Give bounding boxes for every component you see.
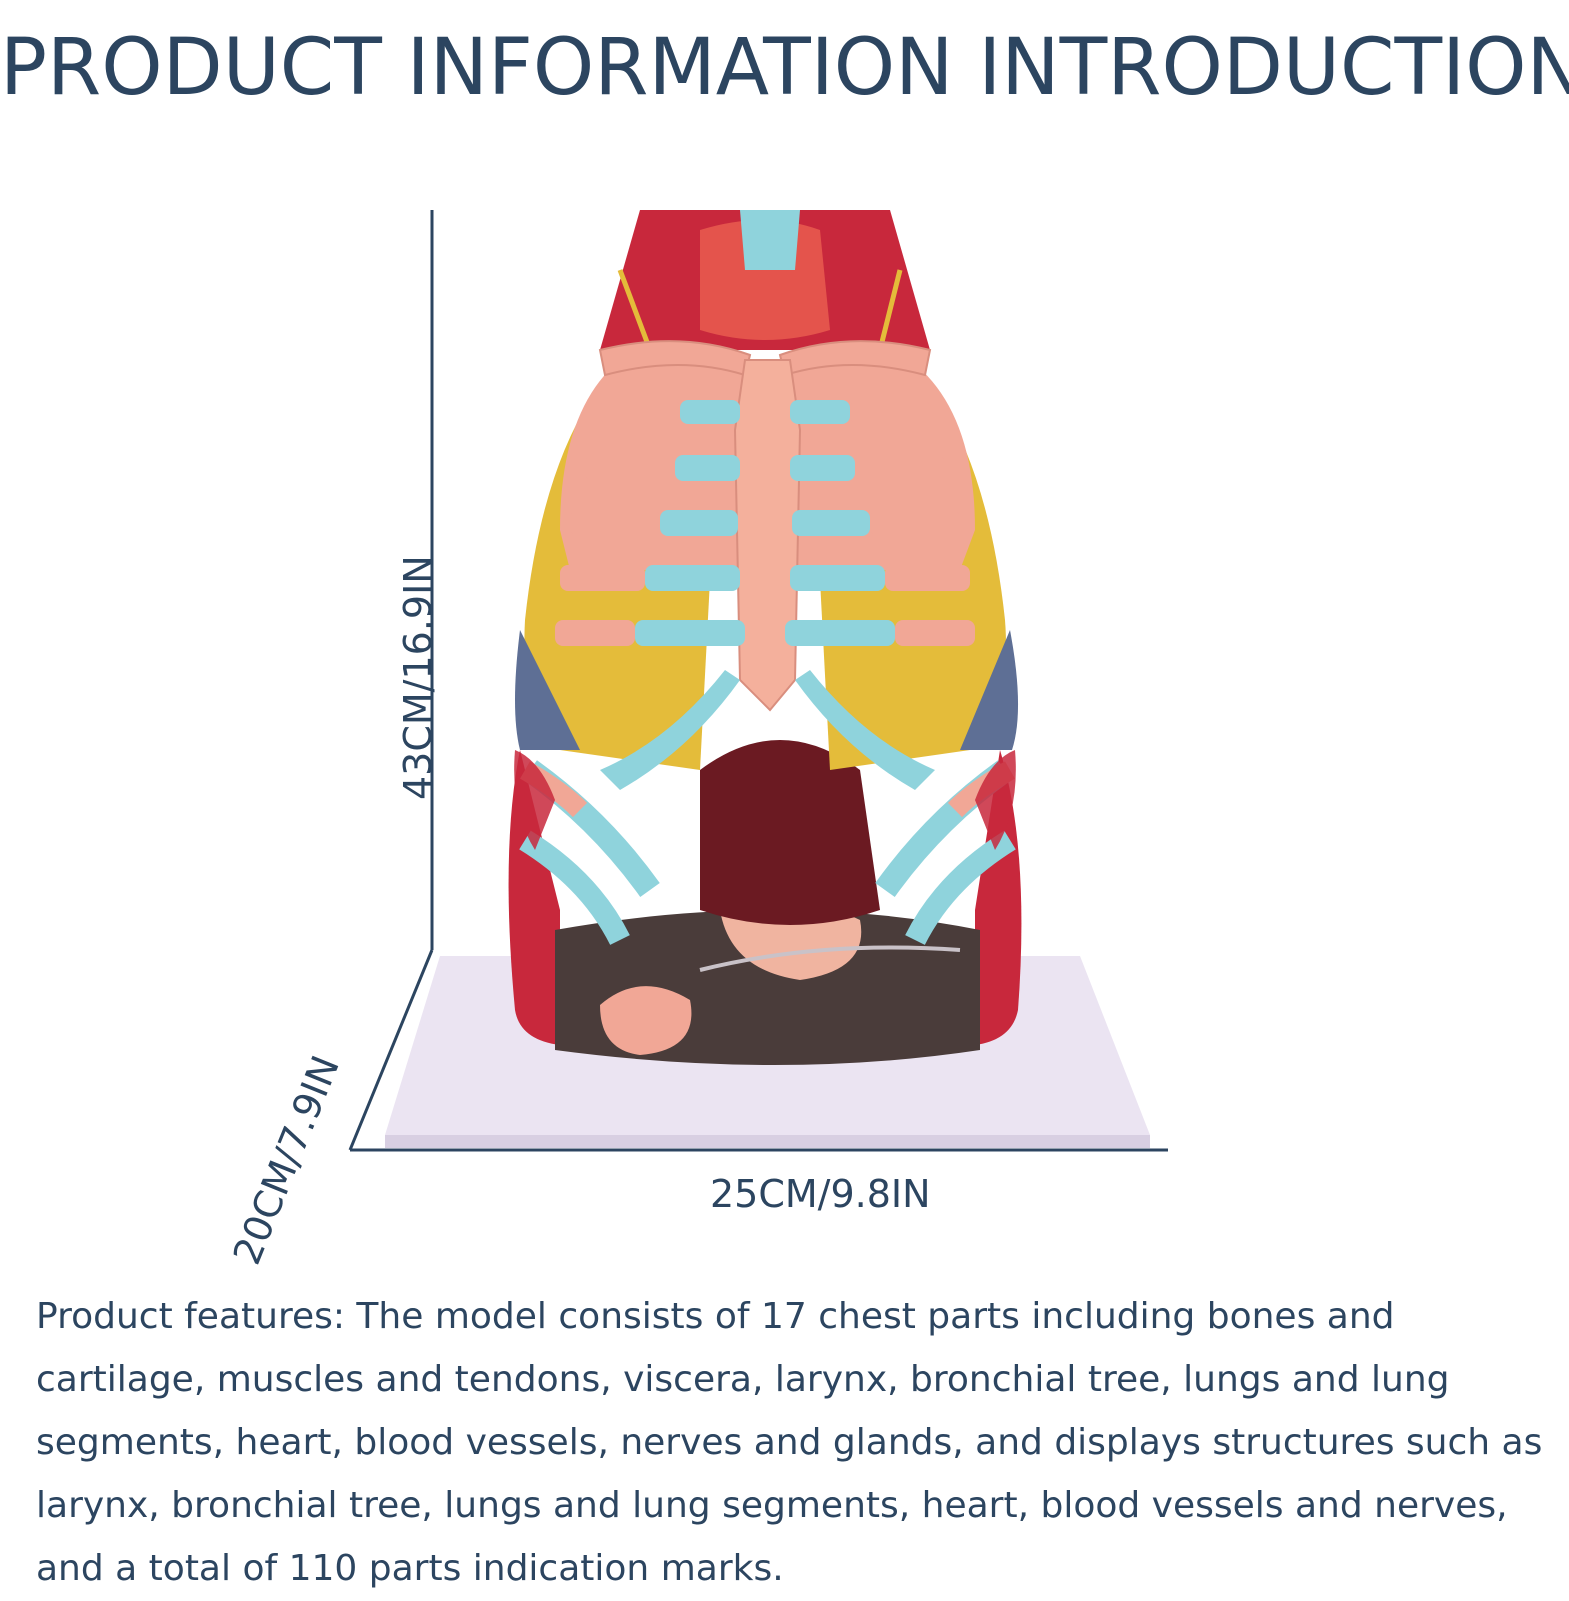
height-dimension-label: 43CM/16.9IN [396, 555, 440, 800]
intercostal-muscles [514, 750, 1016, 850]
chest-model-illustration [348, 210, 1168, 1152]
width-dimension-label: 25CM/9.8IN [710, 1172, 931, 1216]
product-features-text: Product features: The model consists of … [36, 1296, 1543, 1589]
liver [700, 740, 880, 925]
clavicles [598, 340, 932, 377]
product-figure: 43CM/16.9IN 20CM/7.9IN 25CM/9.8IN [0, 150, 1569, 1271]
neck [600, 210, 930, 351]
depth-line [348, 949, 434, 1151]
page-title: PRODUCT INFORMATION INTRODUCTION [0, 23, 1569, 113]
dimension-lines [348, 210, 1168, 1152]
